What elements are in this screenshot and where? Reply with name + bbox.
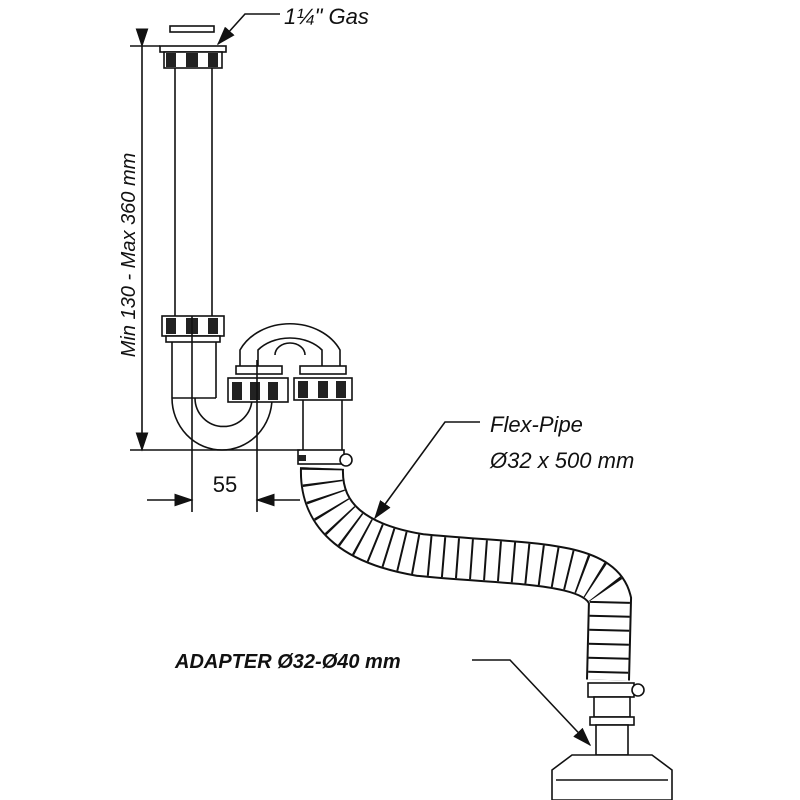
outlet-tube bbox=[297, 400, 353, 467]
flex-pipe bbox=[300, 467, 633, 681]
offset-label: 55 bbox=[213, 472, 237, 497]
adapter-label: ADAPTER Ø32-Ø40 mm bbox=[174, 651, 401, 673]
flex-pipe-callout: Flex-Pipe Ø32 x 500 mm bbox=[374, 412, 634, 520]
trap-nut-right bbox=[293, 365, 353, 401]
top-nut bbox=[159, 25, 227, 69]
upper-bend bbox=[239, 323, 341, 366]
tailpiece-tube bbox=[174, 68, 213, 316]
flex-pipe-title: Flex-Pipe bbox=[490, 412, 583, 437]
thread-callout: 1¼" Gas bbox=[216, 4, 369, 46]
middle-nut bbox=[161, 315, 225, 343]
adapter bbox=[551, 682, 673, 800]
trap-nut-left bbox=[227, 365, 289, 403]
flex-pipe-size: Ø32 x 500 mm bbox=[489, 448, 634, 473]
adapter-callout: ADAPTER Ø32-Ø40 mm bbox=[174, 651, 592, 747]
offset-dimension: 55 bbox=[147, 316, 300, 512]
thread-label: 1¼" Gas bbox=[284, 4, 369, 29]
height-dimension: Min 130 - Max 360 mm bbox=[118, 28, 300, 452]
height-range-label: Min 130 - Max 360 mm bbox=[118, 153, 140, 358]
